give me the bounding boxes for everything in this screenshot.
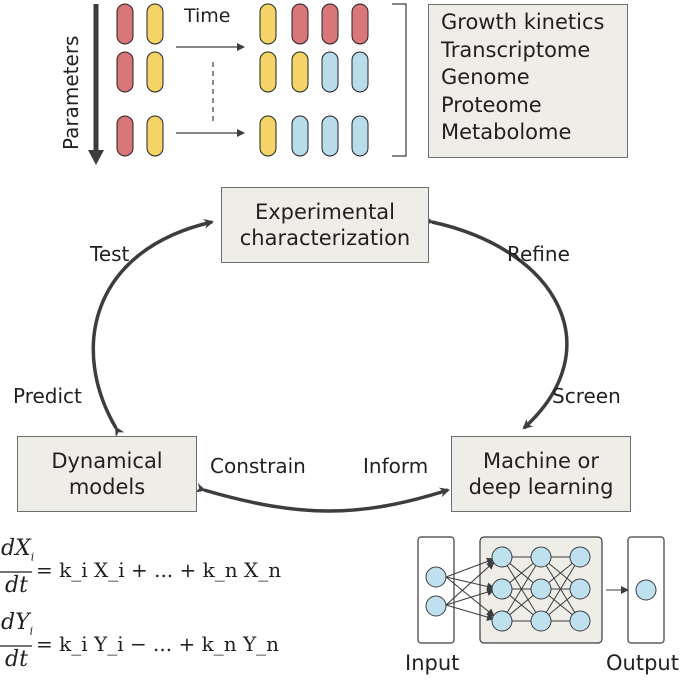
constrain-label: Constrain bbox=[210, 454, 306, 478]
input-label: Input bbox=[405, 651, 460, 675]
omics-bracket bbox=[392, 3, 407, 157]
omics-item: Growth kinetics bbox=[441, 10, 605, 34]
box-line: Machine or bbox=[482, 449, 600, 473]
time-label: Time bbox=[183, 5, 231, 27]
neural-network bbox=[417, 536, 665, 644]
input-layer-box bbox=[417, 536, 455, 644]
eq2-rhs-text: = k_i Y_i − ... + k_n Y_n bbox=[36, 632, 280, 656]
eq2-denominator: dt bbox=[5, 647, 28, 672]
eq1-numerator: dX bbox=[1, 536, 31, 561]
eq1-rhs: = k_i X_i + ... + k_n X_n bbox=[36, 558, 281, 582]
parameters-label: Parameters bbox=[59, 36, 83, 150]
eq1-numerator-sub: i bbox=[30, 550, 35, 564]
machine-learning-box: Machine or deep learning bbox=[451, 436, 631, 512]
omics-item: Proteome bbox=[441, 92, 542, 117]
time-arrows bbox=[176, 43, 245, 137]
box-line: characterization bbox=[239, 226, 411, 250]
output-label: Output bbox=[606, 651, 679, 675]
box-line: Experimental bbox=[254, 200, 396, 224]
box-line: models bbox=[68, 475, 146, 499]
omics-item: Transcriptome bbox=[441, 37, 591, 62]
eq2-numerator-sub: i bbox=[29, 624, 34, 638]
screen-label: Screen bbox=[552, 384, 621, 408]
initial-capsules bbox=[116, 3, 164, 157]
eq2-rhs: = k_i Y_i − ... + k_n Y_n bbox=[36, 632, 279, 656]
inform-label: Inform bbox=[363, 454, 429, 478]
predict-label: Predict bbox=[13, 384, 82, 408]
omics-item: Metabolome bbox=[441, 120, 572, 144]
parameters-arrow bbox=[88, 4, 104, 165]
refine-label: Refine bbox=[507, 242, 570, 266]
eq2-numerator: dY bbox=[1, 610, 30, 635]
experimental-characterization-box: Experimental characterization bbox=[221, 187, 429, 263]
dynamical-models-box: Dynamical models bbox=[17, 436, 197, 512]
evolved-capsules bbox=[259, 3, 369, 157]
eq1-denominator: dt bbox=[5, 573, 28, 598]
omics-box: Growth kinetics Transcriptome Genome Pro… bbox=[428, 4, 628, 158]
test-label: Test bbox=[90, 242, 130, 266]
omics-item: Genome bbox=[441, 65, 530, 89]
eq1-rhs-text: = k_i X_i + ... + k_n X_n bbox=[36, 558, 282, 582]
box-line: Dynamical bbox=[51, 449, 163, 473]
cycle-arrows bbox=[91, 215, 569, 513]
box-line: deep learning bbox=[468, 475, 614, 499]
